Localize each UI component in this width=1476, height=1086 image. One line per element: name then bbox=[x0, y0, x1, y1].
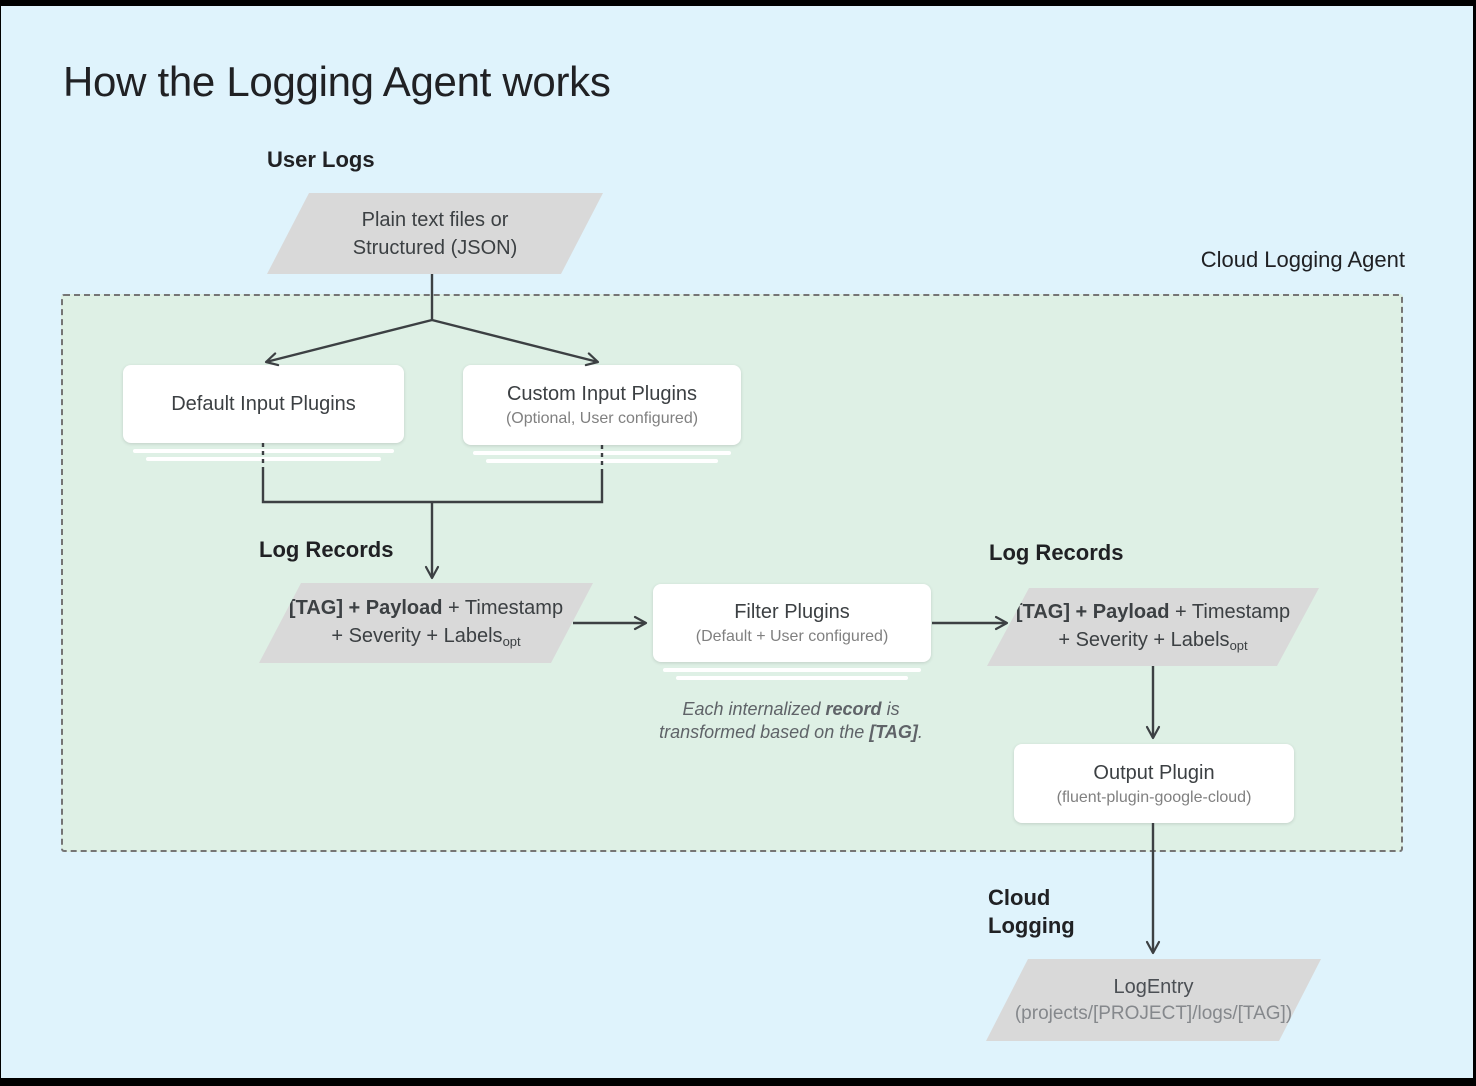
transform-note-line2: transformed based on the [TAG]. bbox=[613, 721, 969, 744]
node-log-record-right: [TAG] + Payload + Timestamp + Severity +… bbox=[987, 588, 1319, 666]
node-output-plugin: Output Plugin (fluent-plugin-google-clou… bbox=[1014, 744, 1294, 823]
log-record-right-rest: + Timestamp bbox=[1169, 601, 1291, 623]
log-record-right-line2-text: + Severity + Labels bbox=[1058, 629, 1230, 651]
log-record-left-rest: + Timestamp bbox=[442, 597, 564, 619]
log-record-right-subscript: opt bbox=[1229, 638, 1248, 653]
log-records-left-label: Log Records bbox=[259, 537, 394, 562]
diagram-canvas: How the Logging Agent works User Logs Cl… bbox=[1, 6, 1473, 1078]
note-line1-post: is bbox=[881, 699, 900, 719]
node-log-record-left: [TAG] + Payload + Timestamp + Severity +… bbox=[259, 583, 593, 663]
node-output-plugin-title: Output Plugin bbox=[1093, 761, 1215, 784]
log-record-left-subscript: opt bbox=[502, 634, 521, 649]
log-record-left-bold: [TAG] + Payload bbox=[288, 597, 443, 619]
log-records-right-label: Log Records bbox=[989, 540, 1124, 565]
stack-bar bbox=[146, 457, 381, 461]
cloud-logging-label: Cloud Logging bbox=[988, 884, 1075, 940]
node-filter-plugins-title: Filter Plugins bbox=[734, 601, 850, 623]
note-line2-post: . bbox=[917, 722, 923, 742]
note-line2-bold: [TAG] bbox=[869, 722, 918, 742]
user-logs-label: User Logs bbox=[267, 147, 375, 172]
page-title: How the Logging Agent works bbox=[63, 58, 611, 105]
node-custom-input-plugins-title: Custom Input Plugins bbox=[506, 383, 698, 405]
node-default-input-plugins-title: Default Input Plugins bbox=[171, 392, 356, 415]
cloud-logging-label-line2: Logging bbox=[988, 913, 1075, 938]
cloud-logging-label-line1: Cloud bbox=[988, 885, 1051, 910]
node-log-entry-subtitle: (projects/[PROJECT]/logs/[TAG]) bbox=[1014, 1002, 1293, 1024]
transform-note: Each internalized record is transformed … bbox=[613, 698, 969, 744]
node-user-input: Plain text files or Structured (JSON) bbox=[267, 193, 603, 274]
stack-bar bbox=[473, 451, 731, 455]
note-line2-pre: transformed based on the bbox=[659, 722, 870, 742]
node-log-entry-title: LogEntry bbox=[1113, 975, 1194, 998]
log-record-left-line2-text: + Severity + Labels bbox=[331, 625, 503, 647]
node-filter-plugins-subtitle: (Default + User configured) bbox=[695, 628, 889, 645]
node-user-input-line1: Plain text files or bbox=[361, 208, 509, 231]
note-line1-bold: record bbox=[825, 699, 882, 719]
cloud-logging-agent-label: Cloud Logging Agent bbox=[1200, 247, 1405, 272]
stack-bar bbox=[133, 449, 394, 453]
transform-note-line1: Each internalized record is bbox=[613, 698, 969, 721]
node-log-entry: LogEntry (projects/[PROJECT]/logs/[TAG]) bbox=[986, 959, 1321, 1041]
node-custom-input-plugins: Custom Input Plugins (Optional, User con… bbox=[463, 365, 741, 445]
stack-bar bbox=[676, 676, 908, 680]
node-log-record-right-line1: [TAG] + Payload + Timestamp bbox=[1016, 598, 1290, 626]
node-default-input-plugins: Default Input Plugins bbox=[123, 365, 404, 443]
node-output-plugin-subtitle: (fluent-plugin-google-cloud) bbox=[1056, 788, 1252, 806]
node-filter-plugins: Filter Plugins (Default + User configure… bbox=[653, 584, 931, 662]
node-log-record-left-line2: + Severity + Labelsopt bbox=[331, 622, 520, 652]
stack-bar bbox=[663, 668, 921, 672]
log-record-right-bold: [TAG] + Payload bbox=[1015, 601, 1170, 623]
node-custom-input-plugins-subtitle: (Optional, User configured) bbox=[505, 410, 699, 427]
note-line1-pre: Each internalized bbox=[682, 699, 826, 719]
node-user-input-line2: Structured (JSON) bbox=[352, 236, 518, 259]
node-log-record-right-line2: + Severity + Labelsopt bbox=[1058, 626, 1247, 656]
node-log-record-left-line1: [TAG] + Payload + Timestamp bbox=[289, 594, 563, 622]
stack-bar bbox=[486, 459, 718, 463]
